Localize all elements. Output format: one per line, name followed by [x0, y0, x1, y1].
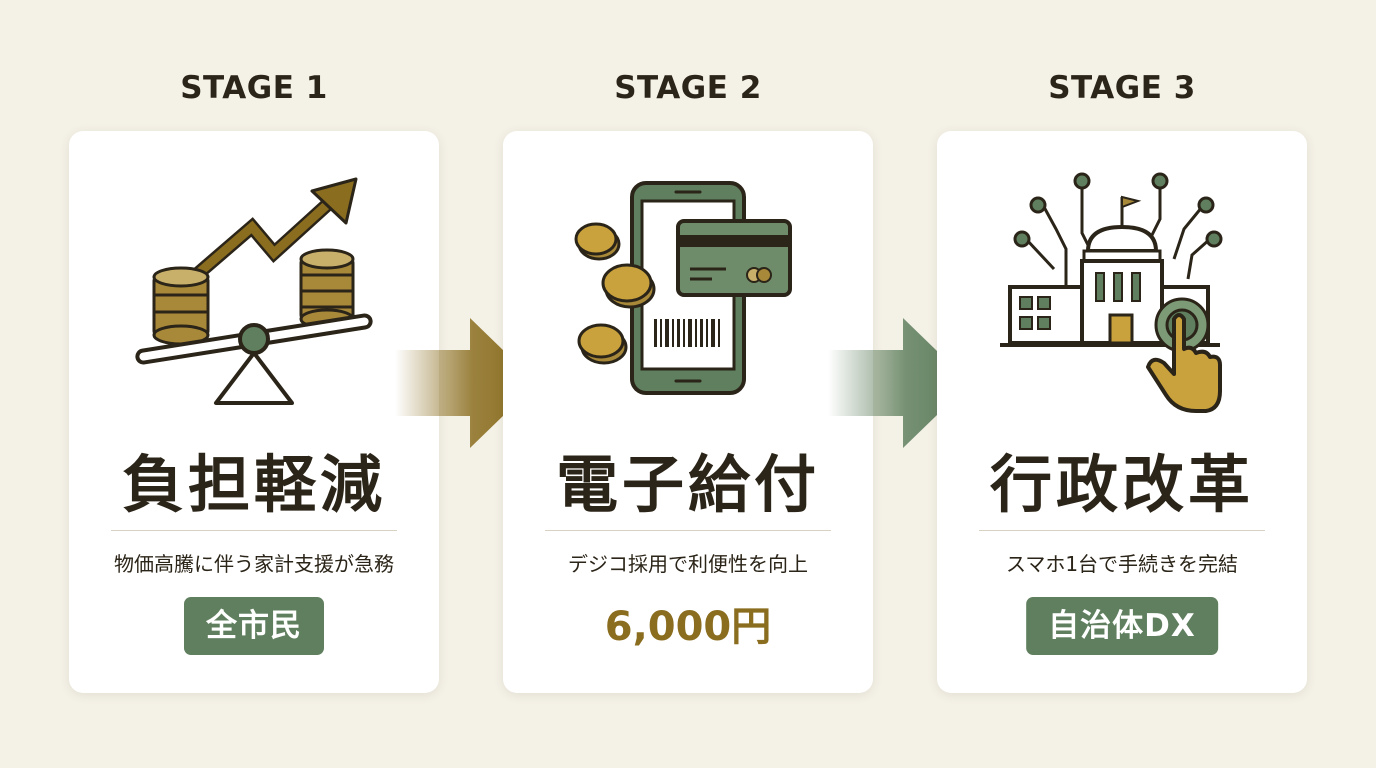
seesaw-coins-rising-arrow-icon	[124, 169, 384, 429]
smartphone-card-coins-icon	[558, 169, 818, 429]
stage-2-label: STAGE 2	[614, 70, 762, 106]
stage-2-amount: 6,000円	[604, 604, 772, 650]
stage-1-divider	[111, 530, 397, 531]
stage-1-description: 物価高騰に伴う家計支援が急務	[114, 552, 394, 576]
stage-3-card: 行政改革 スマホ1台で手続きを完結 自治体DX	[937, 131, 1307, 693]
stage-1-label: STAGE 1	[180, 70, 328, 106]
stage-1-title: 負担軽減	[121, 448, 386, 521]
stage-2-description: デジコ採用で利便性を向上	[568, 552, 808, 576]
stage-1-card: 負担軽減 物価高騰に伴う家計支援が急務 全市民	[69, 131, 439, 693]
stage-1-badge: 全市民	[184, 597, 324, 655]
stage-3-title: 行政改革	[989, 448, 1254, 521]
right-arrow-icon	[828, 318, 978, 448]
stage-3-label: STAGE 3	[1048, 70, 1196, 106]
stage-3-badge: 自治体DX	[1026, 597, 1218, 655]
stage-2-divider	[545, 530, 831, 531]
stage-2-card: 電子給付 デジコ採用で利便性を向上 6,000円	[503, 131, 873, 693]
stage-3-description: スマホ1台で手続きを完結	[1005, 552, 1239, 576]
stage-3-divider	[979, 530, 1265, 531]
right-arrow-icon	[395, 318, 545, 448]
stage-2-title: 電子給付	[555, 448, 820, 521]
city-hall-tap-hand-icon	[992, 169, 1252, 429]
